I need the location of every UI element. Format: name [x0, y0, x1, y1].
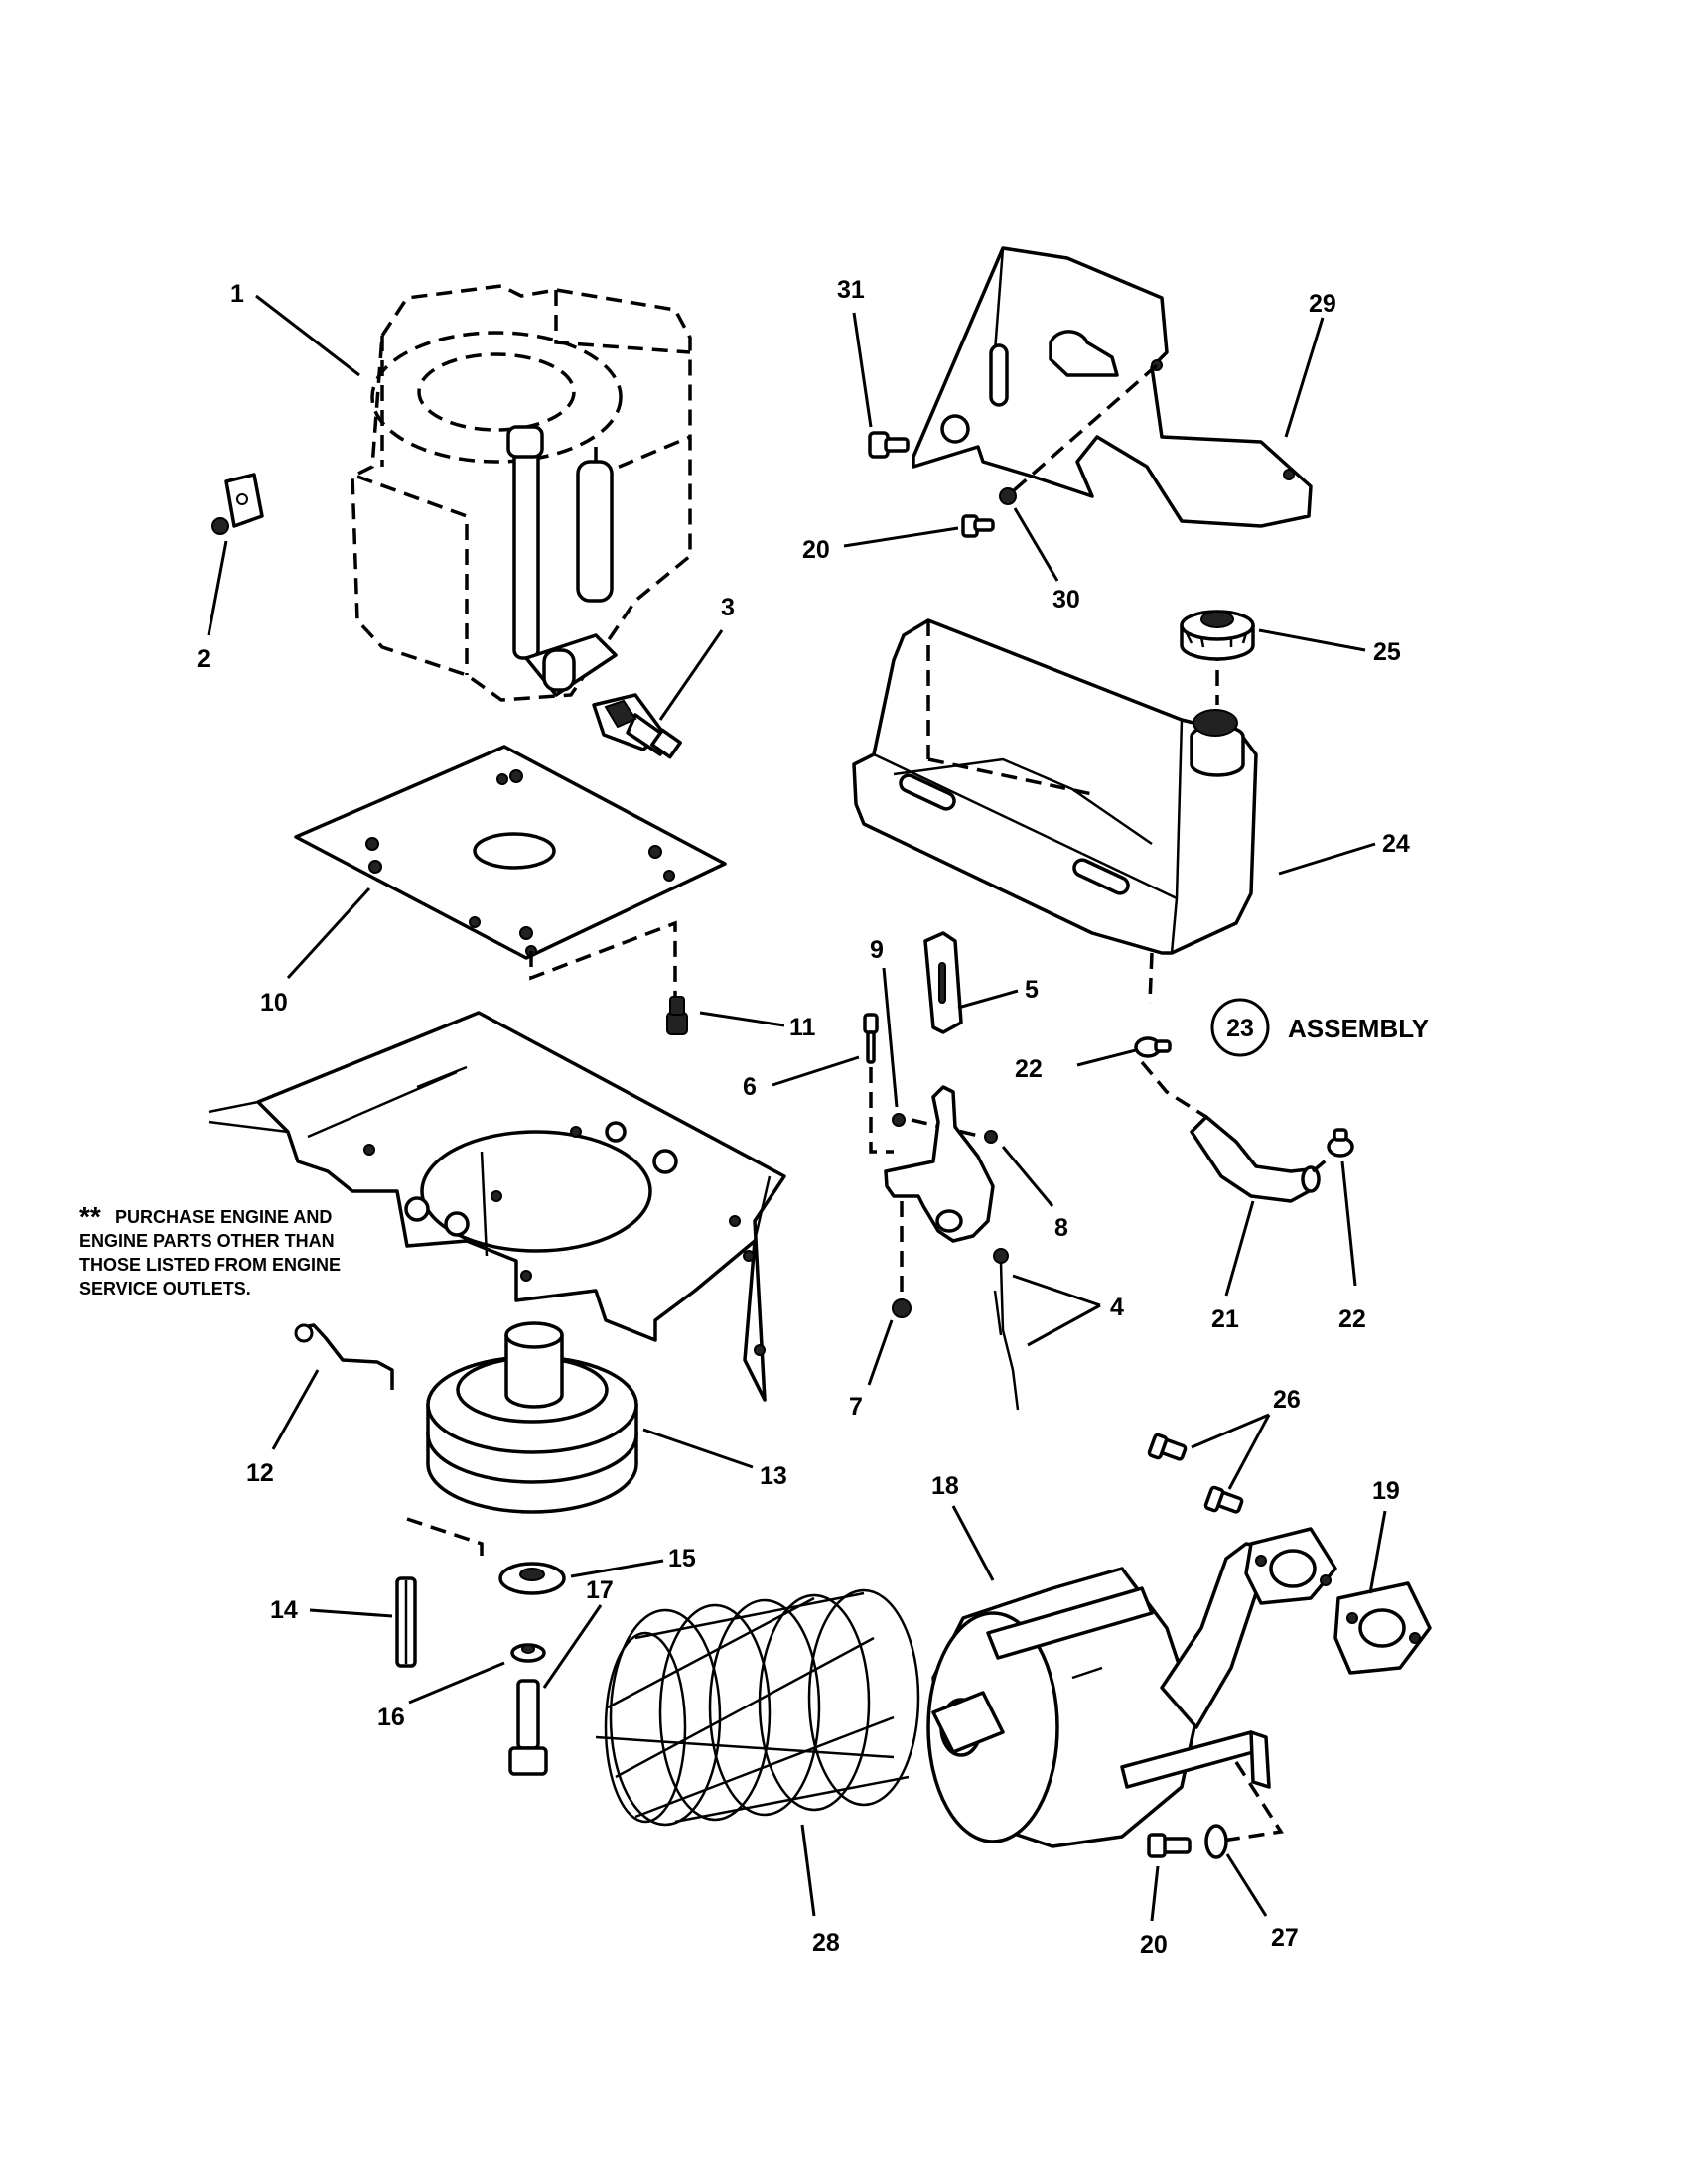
callout-8: 8 — [1054, 1214, 1068, 1242]
drain-valve-part-3 — [592, 693, 682, 759]
lock-washer-part-16 — [510, 1643, 546, 1663]
callout-2: 2 — [197, 645, 210, 673]
exhaust-bolts-part-26 — [1147, 1433, 1244, 1514]
callout-13: 13 — [760, 1462, 787, 1490]
callout-1: 1 — [230, 280, 244, 308]
callout-20-upper: 20 — [802, 536, 830, 564]
exhaust-gasket-part-19 — [1333, 1581, 1432, 1675]
callout-22-lower: 22 — [1338, 1305, 1366, 1333]
pulley-part-13 — [406, 1321, 638, 1559]
washer-part-27 — [1204, 1824, 1228, 1859]
engine-frame — [208, 1011, 786, 1402]
note-line-2: ENGINE PARTS OTHER THAN — [79, 1231, 335, 1251]
rod-part-12 — [294, 1323, 394, 1390]
note-line-1: PURCHASE ENGINE AND — [115, 1207, 332, 1227]
callout-18: 18 — [931, 1472, 959, 1500]
callout-14: 14 — [270, 1596, 298, 1624]
bolt-part-20-upper — [961, 514, 995, 538]
clamp-part-22-upper — [1134, 1036, 1172, 1058]
clip-part-2 — [211, 473, 264, 535]
callout-28: 28 — [812, 1929, 840, 1957]
callout-4: 4 — [1110, 1294, 1124, 1321]
washer-part-15 — [498, 1562, 566, 1595]
note-stars: ** — [79, 1201, 101, 1232]
nut-part-7 — [892, 1298, 912, 1318]
bolt-part-17 — [508, 1679, 548, 1776]
bracket-part-29 — [912, 246, 1313, 528]
leader-lines — [207, 294, 1387, 1922]
callout-6: 6 — [743, 1073, 757, 1101]
callout-11: 11 — [789, 1014, 816, 1041]
throttle-lever-part-4 — [884, 1085, 1020, 1411]
callout-23: 23 — [1226, 1015, 1254, 1042]
nut-part-8 — [984, 1130, 998, 1144]
nut-part-30 — [999, 487, 1017, 505]
callout-17: 17 — [586, 1576, 614, 1604]
callout-15: 15 — [668, 1545, 696, 1572]
fuel-line-part-21 — [1190, 1115, 1321, 1203]
callout-25: 25 — [1373, 638, 1401, 666]
callout-30: 30 — [1052, 586, 1080, 614]
fuel-cap-part-25 — [1180, 610, 1255, 661]
note-line-3: THOSE LISTED FROM ENGINE — [79, 1255, 341, 1275]
note-line-4: SERVICE OUTLETS. — [79, 1279, 251, 1298]
callout-7: 7 — [849, 1393, 863, 1421]
assembly-label: ASSEMBLY — [1288, 1014, 1429, 1043]
callout-10: 10 — [260, 989, 288, 1017]
callout-20-lower: 20 — [1140, 1931, 1168, 1959]
callout-5: 5 — [1025, 976, 1039, 1004]
callout-9: 9 — [870, 936, 884, 964]
fuel-tank-part-24 — [852, 618, 1258, 1004]
engine-part-1 — [351, 284, 692, 702]
callout-3: 3 — [721, 594, 735, 621]
assembly-callout: 23 ASSEMBLY — [1210, 998, 1429, 1057]
knob-part-5 — [923, 931, 963, 1034]
screw-part-6 — [863, 1013, 879, 1064]
gasket-plate-part-10 — [294, 745, 727, 1008]
callout-29: 29 — [1309, 290, 1336, 318]
callout-16: 16 — [377, 1704, 405, 1731]
callout-19: 19 — [1372, 1477, 1400, 1505]
callout-21: 21 — [1211, 1305, 1239, 1333]
purchase-note: ** PURCHASE ENGINE AND ENGINE PARTS OTHE… — [79, 1201, 341, 1298]
callout-27: 27 — [1271, 1924, 1299, 1952]
callout-26: 26 — [1273, 1386, 1301, 1414]
bolt-part-11 — [666, 996, 688, 1035]
callout-22-upper: 22 — [1015, 1055, 1043, 1083]
callout-labels: 1 2 3 4 5 6 7 8 9 10 11 12 13 14 15 16 1… — [197, 276, 1410, 1959]
key-part-14 — [395, 1576, 417, 1668]
screw-part-9 — [892, 1113, 906, 1127]
clamp-part-22-lower — [1327, 1128, 1354, 1158]
bolt-part-20-lower — [1147, 1833, 1192, 1858]
callout-31: 31 — [837, 276, 865, 304]
callout-12: 12 — [246, 1459, 274, 1487]
bolt-part-31 — [868, 431, 910, 459]
muffler-part-18 — [926, 1527, 1337, 1848]
callout-24: 24 — [1382, 830, 1410, 858]
guard-cage-part-28 — [595, 1588, 920, 1827]
